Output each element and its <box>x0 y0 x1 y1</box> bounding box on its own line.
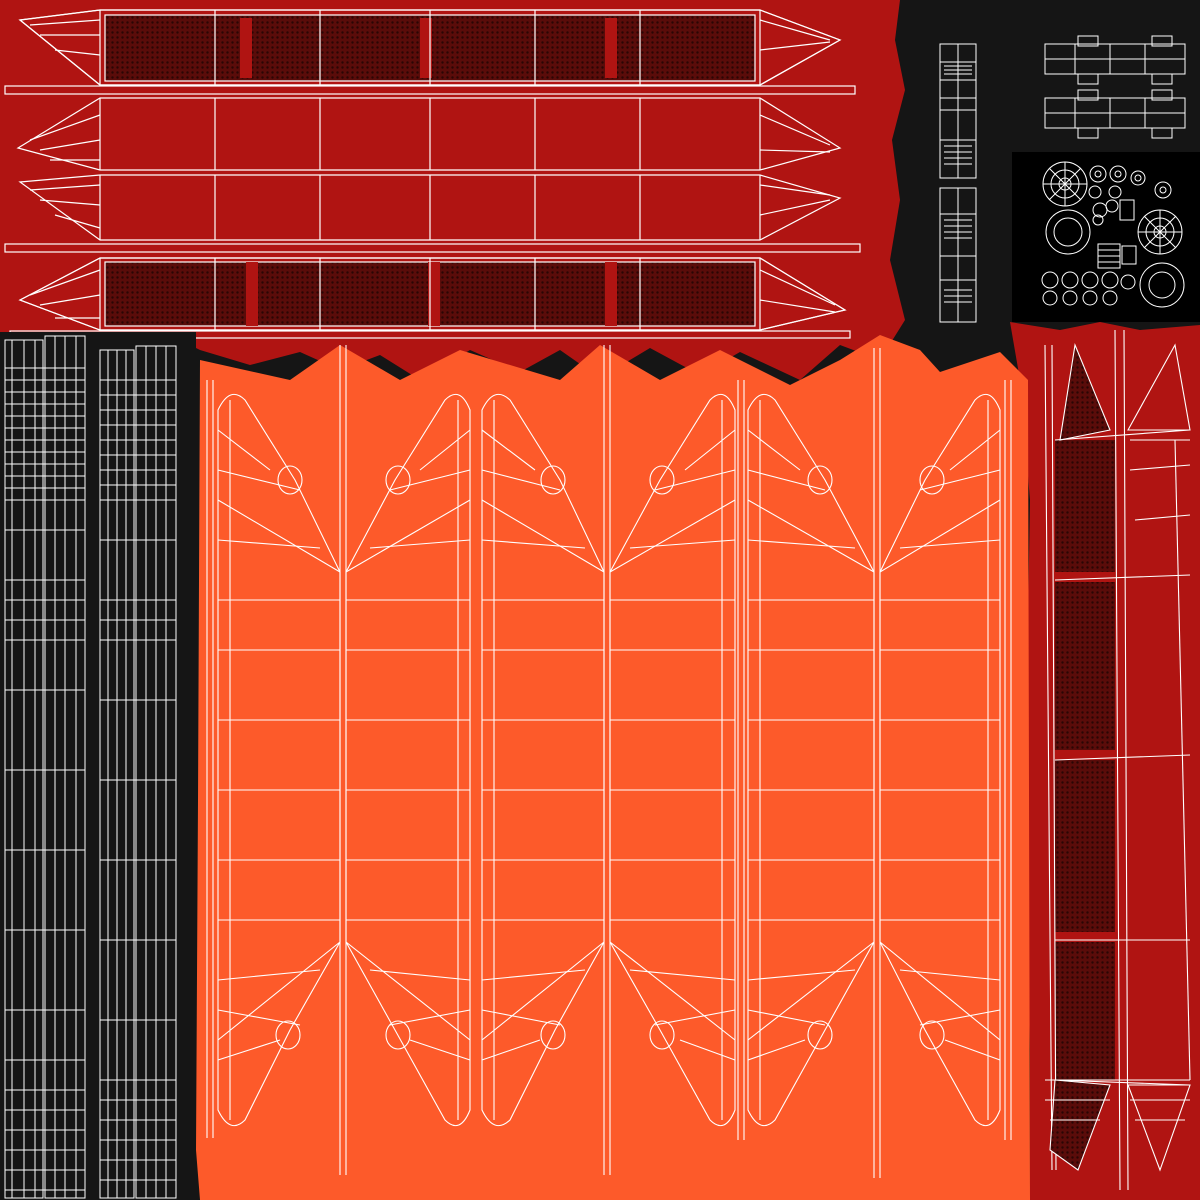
hardware-box-parts <box>939 35 1186 323</box>
hull-side-strip-top-4 <box>9 257 851 339</box>
red-vertical-pontoon <box>1044 329 1191 1191</box>
hardware-round-parts <box>1041 161 1185 308</box>
ring-large-1 <box>1045 209 1091 255</box>
wheel-large-1 <box>1042 161 1088 207</box>
small-rings <box>1041 165 1172 306</box>
hull-side-strip-top-1 <box>4 9 856 95</box>
ring-large-2 <box>1139 262 1185 308</box>
hardware-round-panel <box>1012 152 1200 322</box>
black-tube-strips <box>0 332 196 1200</box>
panel-5 <box>747 393 875 1127</box>
orange-pontoon-panels <box>206 345 1012 1178</box>
hull-side-strip-top-3 <box>4 174 861 253</box>
panel-3 <box>481 393 605 1127</box>
hull-side-strip-top-2 <box>16 97 842 171</box>
panel-4 <box>609 393 736 1127</box>
panel-2 <box>345 393 471 1127</box>
panel-1 <box>217 393 341 1127</box>
panel-6 <box>879 393 1001 1127</box>
wheel-large-2 <box>1137 209 1183 255</box>
orange-region <box>196 335 1030 1200</box>
